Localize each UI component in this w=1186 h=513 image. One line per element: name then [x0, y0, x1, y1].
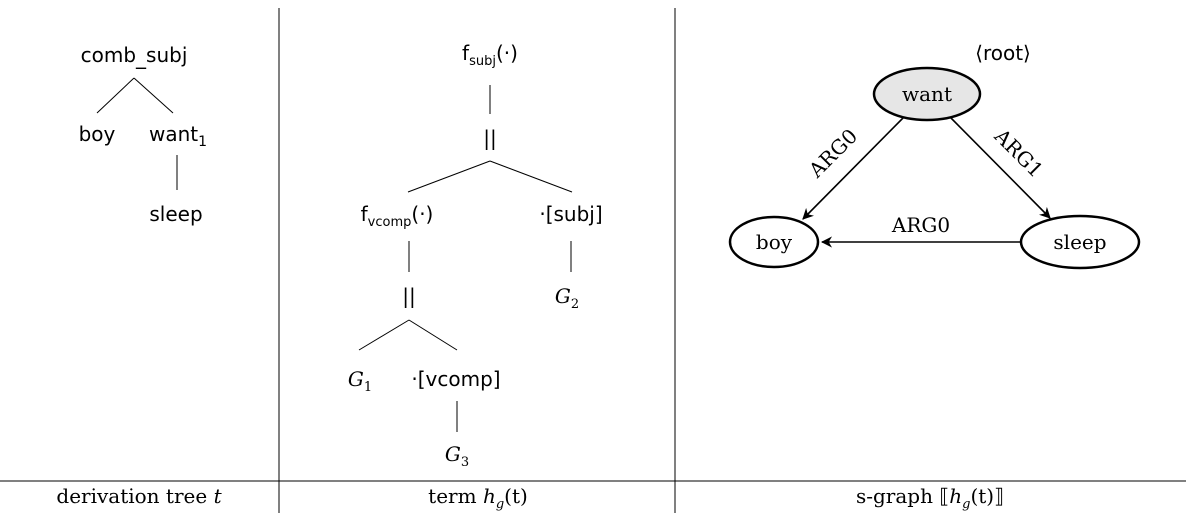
- term-node-vcomp-rename: ·[vcomp]: [411, 367, 500, 391]
- table-frame: [0, 8, 1186, 513]
- tree-edge-root-want: [133, 77, 174, 114]
- term-node-subj-rename: ·[subj]: [539, 202, 602, 226]
- term-panel: fsubj(·) || fvcomp(·) ·[subj] G2 || G1 ·…: [348, 41, 603, 470]
- graph-node-want-label: want: [902, 82, 952, 106]
- term-node-G3: G3: [445, 442, 469, 470]
- term-node-fsubj: fsubj(·): [462, 41, 518, 69]
- tree-node-comb-subj: comb_subj: [81, 43, 188, 69]
- graph-edge-label-want-sleep: ARG1: [989, 123, 1048, 182]
- derivation-tree-panel: comb_subj boy want1 sleep: [79, 43, 207, 226]
- tree-edge-root-boy: [96, 77, 135, 114]
- caption-term: term hg(t): [428, 484, 528, 512]
- tree-node-sleep: sleep: [149, 202, 202, 226]
- term-node-fvcomp: fvcomp(·): [361, 202, 434, 230]
- term-edge-eq-fvcomp: [407, 160, 491, 193]
- graph-node-want: [872, 66, 982, 122]
- graph-node-boy: [728, 215, 820, 269]
- root-marker-label: ⟨root⟩: [975, 41, 1031, 65]
- term-edge-eq-subj: [489, 160, 573, 193]
- caption-derivation-tree: derivation tree t: [56, 484, 222, 508]
- term-node-G1: G1: [348, 367, 372, 395]
- term-node-G2: G2: [555, 284, 579, 312]
- graph-node-sleep-label: sleep: [1053, 230, 1106, 254]
- graph-edge-label-sleep-boy: ARG0: [891, 213, 950, 237]
- captions: derivation tree t term hg(t) s-graph ⟦hg…: [56, 484, 1004, 512]
- graph-edge-want-sleep: [949, 116, 1051, 219]
- term-node-eq-1: ||: [483, 126, 496, 150]
- term-edge-eq-G1: [358, 319, 410, 351]
- graph-edge-label-want-boy: ARG0: [803, 124, 862, 183]
- caption-sgraph: s-graph ⟦hg(t)⟧: [856, 484, 1004, 512]
- tree-node-want: want1: [149, 122, 207, 150]
- tree-node-boy: boy: [79, 122, 116, 146]
- term-edge-eq-vcomp: [408, 319, 458, 351]
- term-node-eq-2: ||: [402, 284, 415, 308]
- sgraph-panel: ⟨root⟩ want boy sleep ARG0 ARG1 ARG0: [728, 41, 1141, 270]
- graph-edge-want-boy: [802, 116, 905, 220]
- graph-node-boy-label: boy: [756, 230, 793, 254]
